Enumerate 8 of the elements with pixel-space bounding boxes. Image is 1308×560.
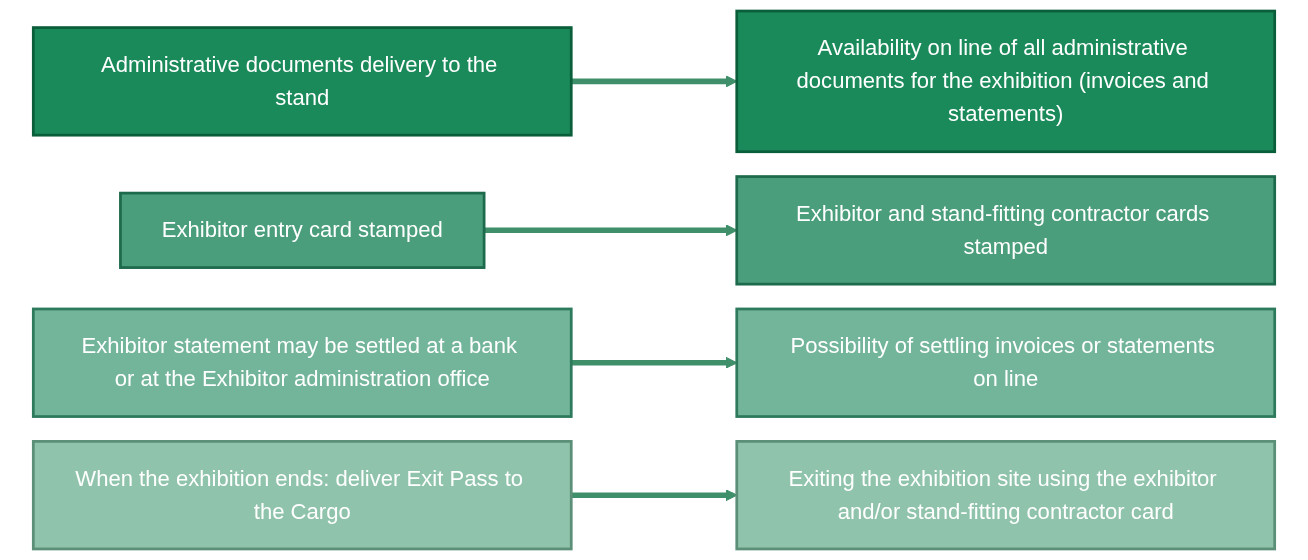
- node-box: Exhibitor and stand-fitting contractor cards stamped: [735, 175, 1277, 286]
- node-box: When the exhibition ends: deliver Exit Pass to the Cargo: [31, 440, 573, 551]
- node-box: Possibility of settling invoices or statements on line: [735, 307, 1277, 418]
- node-box: Exiting the exhibition site using the exhibitor and/or stand-fitting contractor card: [735, 440, 1277, 551]
- node-box: Availability on line of all administrative documents for the exhibition (invoices and statements): [735, 9, 1277, 154]
- node-box: Exhibitor statement may be settled at a bank or at the Exhibitor administration office: [31, 307, 573, 418]
- node-box: Exhibitor entry card stamped: [119, 191, 486, 269]
- node-box: Administrative documents delivery to the stand: [31, 26, 573, 137]
